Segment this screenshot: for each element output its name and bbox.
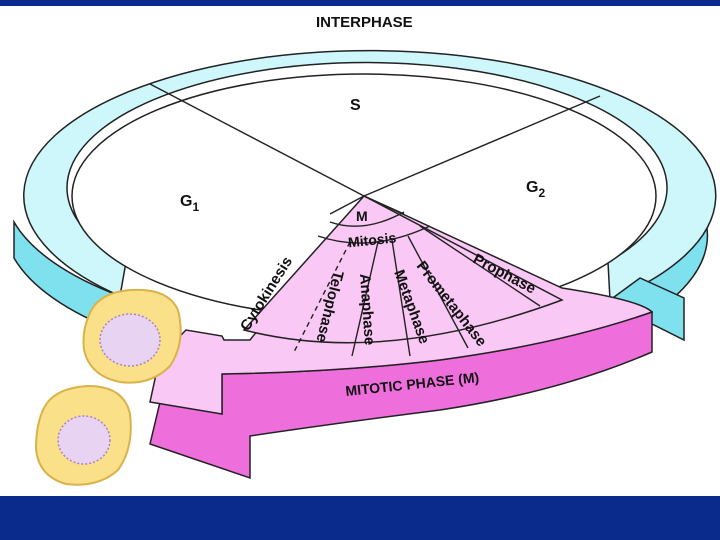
s-g2-divider — [363, 95, 601, 197]
g1-label: G1 — [180, 193, 199, 214]
g2-subscript: 2 — [538, 186, 545, 200]
g2-m-divider — [363, 195, 405, 215]
s-label: S — [350, 97, 361, 114]
phase-divider-5 — [293, 241, 351, 353]
cell-lower — [34, 384, 132, 486]
mitotic-phase-wedge — [149, 195, 654, 480]
g2-letter: G — [526, 179, 538, 196]
interphase-label: INTERPHASE — [316, 14, 413, 31]
phase-divider-2 — [407, 235, 469, 349]
mitosis-label: Mitosis — [347, 229, 397, 250]
mitosis-arc — [317, 225, 431, 244]
m-arc — [329, 211, 405, 227]
s-g1-divider — [149, 83, 365, 197]
bottom-band — [0, 496, 720, 540]
g1-subscript: 1 — [192, 200, 199, 214]
cell-upper — [82, 288, 182, 384]
g1-m-divider — [329, 195, 365, 215]
mitotic-fan — [242, 195, 564, 344]
interphase-ring-surface — [23, 49, 717, 302]
cell-lower-nucleus — [57, 415, 111, 465]
phase-label-anaphase: Anaphase — [356, 273, 378, 346]
top-band — [0, 0, 720, 6]
cell-upper-nucleus — [99, 313, 161, 367]
phase-divider-4 — [351, 241, 379, 357]
g1-letter: G — [180, 193, 192, 210]
m-label: M — [356, 208, 368, 224]
phase-divider-1 — [419, 225, 541, 307]
phase-divider-3 — [391, 239, 411, 357]
g2-label: G2 — [526, 179, 545, 200]
